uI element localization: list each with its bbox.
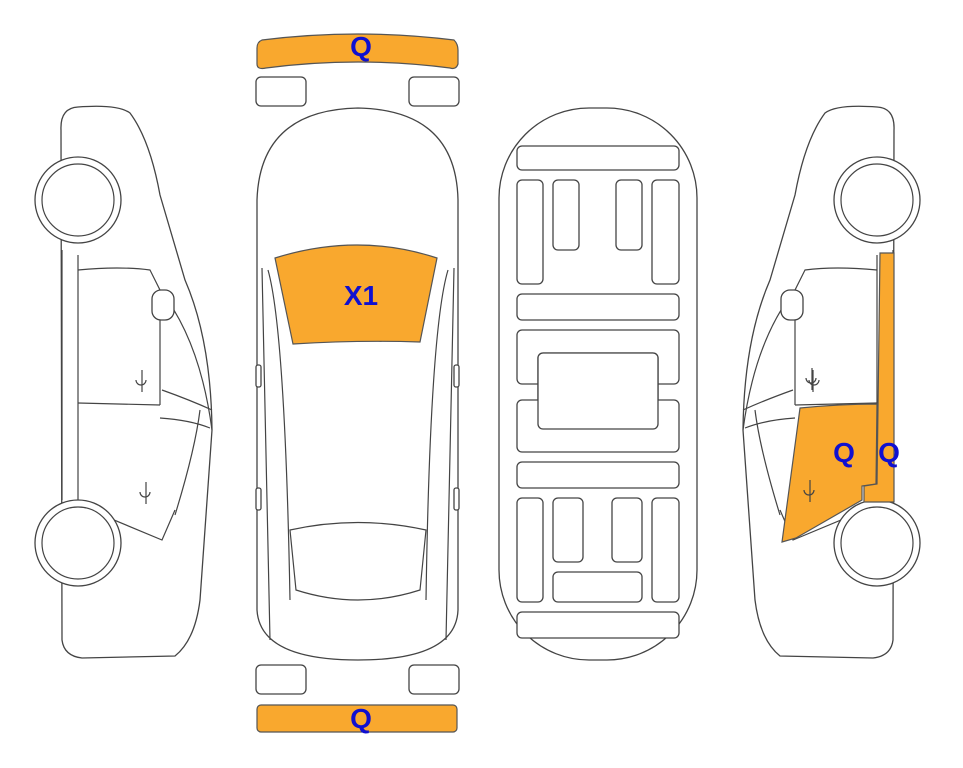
rear-wheel xyxy=(34,499,122,587)
label-windshield: X1 xyxy=(344,280,378,311)
damage-right-pillar xyxy=(863,252,895,503)
label-right-pillar: Q xyxy=(878,437,900,468)
front-wheel xyxy=(34,156,122,244)
left-side-view xyxy=(34,105,213,659)
top-body xyxy=(256,107,459,661)
label-right-front-door: Q xyxy=(833,437,855,468)
damage-windshield xyxy=(274,244,438,345)
label-front-bumper: Q xyxy=(350,31,372,62)
damage-front-bumper xyxy=(256,33,459,70)
label-rear-bumper: Q xyxy=(350,703,372,734)
top-view: Q X1 Q xyxy=(255,31,460,734)
underbody-view xyxy=(498,107,698,661)
damage-rear-bumper xyxy=(256,704,458,733)
damage-right-front-door xyxy=(781,403,878,543)
